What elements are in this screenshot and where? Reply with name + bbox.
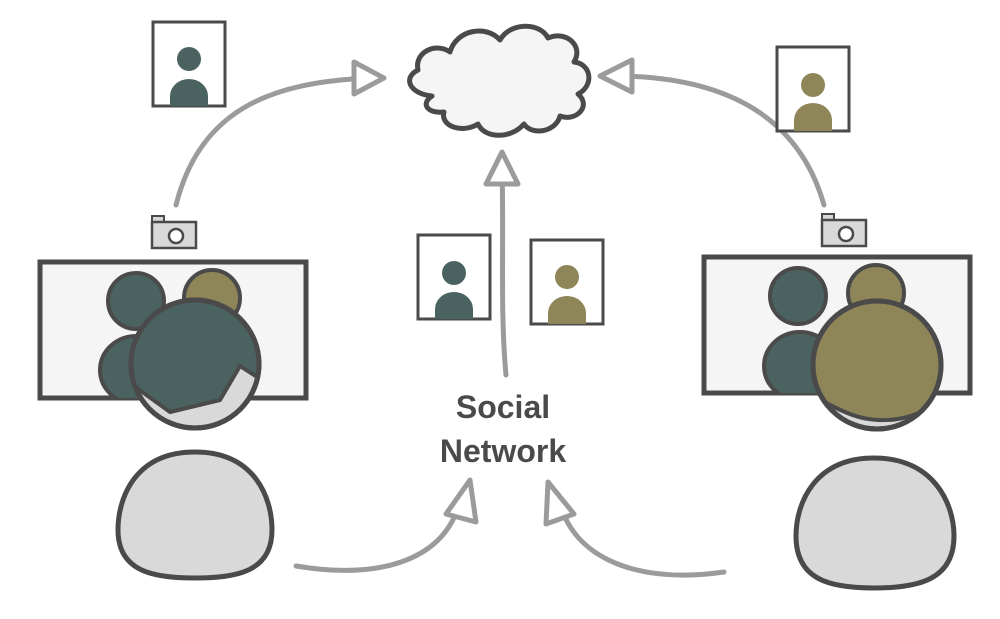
- camera-icon: [150, 215, 198, 250]
- photo-portrait-icon: [794, 73, 832, 131]
- photo-middle-olive: [529, 238, 605, 326]
- photo-portrait-icon: [435, 261, 473, 319]
- photo-top-left: [151, 20, 227, 108]
- right-person: [793, 298, 957, 591]
- photo-top-right: [775, 45, 851, 133]
- left-person: [115, 297, 275, 581]
- camera-icon: [820, 213, 868, 248]
- arrow-right-person-to-network: [543, 479, 727, 578]
- social-network-label-line2: Network: [440, 433, 566, 469]
- social-network-label-line1: Social: [456, 389, 550, 425]
- photo-portrait-icon: [548, 265, 586, 324]
- photo-middle-green: [416, 233, 492, 321]
- arrow-network-to-cloud: [483, 149, 521, 378]
- arrow-left-to-cloud: [173, 59, 387, 208]
- arrow-left-person-to-network: [293, 477, 479, 573]
- arrow-right-to-cloud: [597, 57, 827, 208]
- photo-portrait-icon: [170, 47, 208, 106]
- cloud-icon: [407, 23, 592, 138]
